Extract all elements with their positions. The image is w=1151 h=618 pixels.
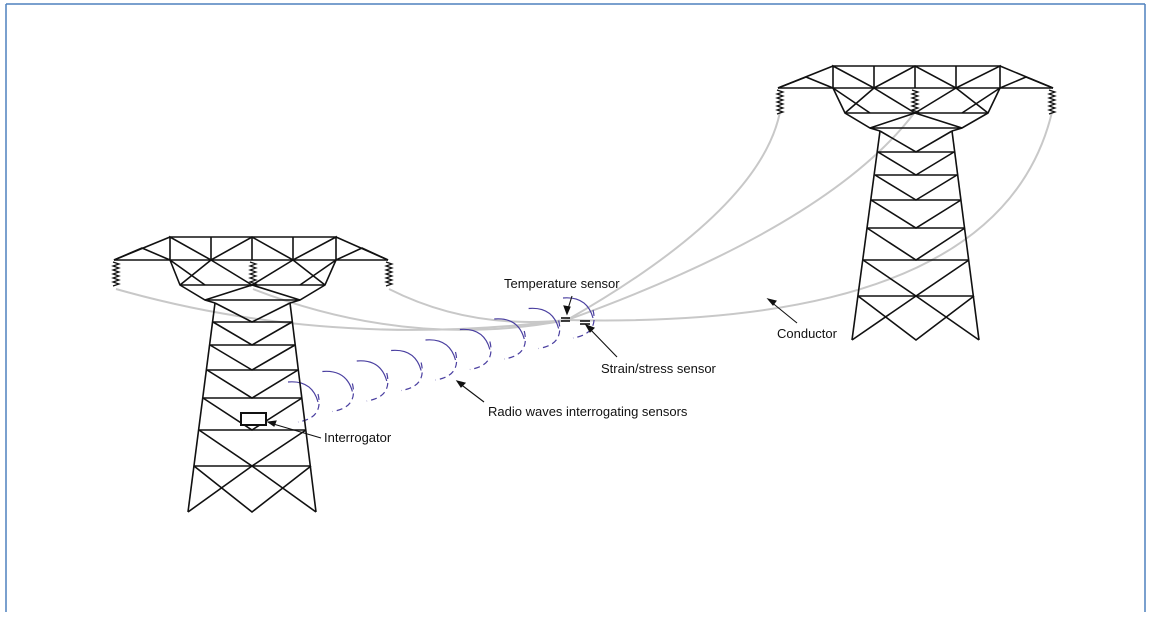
label-temperature-sensor: Temperature sensor (504, 276, 620, 291)
radio-wave-arc-dashed (469, 341, 492, 371)
radio-wave-arc-dashed (332, 383, 354, 413)
insulators-left (111, 261, 394, 287)
frame-border (5, 3, 1146, 612)
radio-wave-arc (356, 360, 388, 382)
radio-wave-arc (391, 349, 422, 371)
radio-wave-arc-dashed (366, 372, 389, 402)
radio-wave-arc (322, 370, 353, 392)
radio-wave-arc-dashed (435, 351, 458, 381)
label-radio-waves: Radio waves interrogating sensors (488, 404, 688, 419)
strain-sensor-icon (580, 320, 590, 325)
radio-wave-arc (562, 297, 594, 319)
label-strain-sensor: Strain/stress sensor (601, 361, 717, 376)
label-arrows (266, 295, 798, 439)
radio-wave-arc (528, 307, 560, 329)
label-interrogator: Interrogator (324, 430, 392, 445)
radio-wave-arc (459, 328, 491, 350)
insulators-right (775, 89, 1057, 115)
radio-wave-arc-dashed (538, 320, 561, 350)
radio-wave-arc-dashed (572, 309, 595, 339)
temperature-sensor-icon (561, 317, 570, 322)
conductors (115, 111, 1053, 331)
interrogator-box-icon (240, 412, 267, 426)
tower-left (113, 235, 389, 514)
radio-wave-arc (494, 318, 525, 340)
radio-wave-arc (287, 381, 319, 403)
radio-wave-arc-dashed (401, 362, 423, 392)
radio-wave-arc (425, 339, 457, 361)
tower-right (777, 64, 1054, 342)
radio-wave-arc-dashed (504, 330, 526, 360)
radio-waves (287, 297, 595, 423)
label-conductor: Conductor (777, 326, 838, 341)
radio-wave-arc-dashed (297, 393, 320, 423)
